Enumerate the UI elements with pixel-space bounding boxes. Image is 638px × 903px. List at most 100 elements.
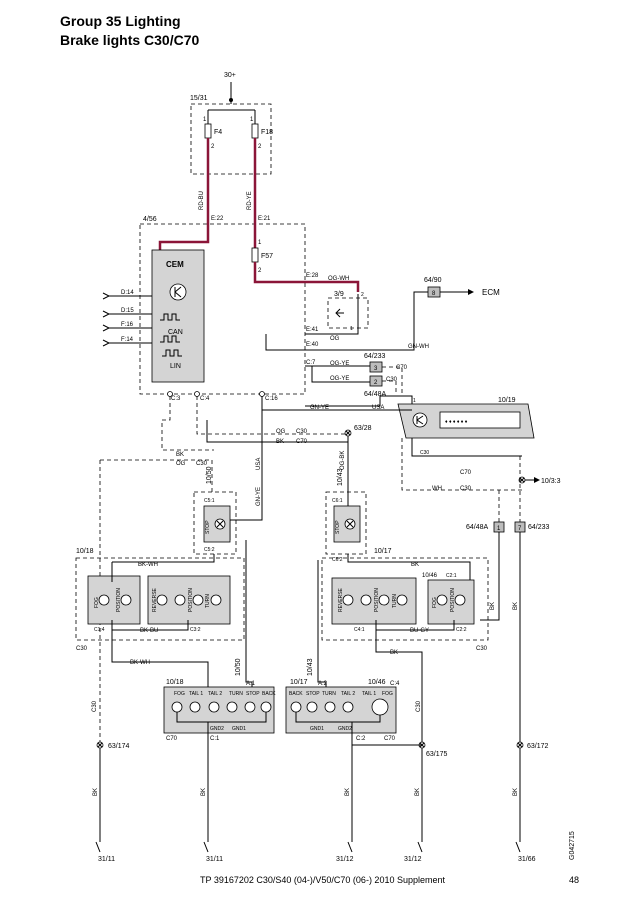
right-stop-lamp-unit: C6:1 STOP C6:2	[325, 491, 367, 563]
connector-ref: 64/233	[364, 353, 386, 360]
svg-text:BK: BK	[276, 439, 284, 445]
rear-lamp-right-c30: 10/17 BK 10/46 C2:1 REVERSE POSITION TUR…	[321, 548, 489, 745]
ref-10-43-top: 10/43	[337, 468, 344, 486]
ground-31-12-a: 31/12	[336, 856, 354, 863]
svg-text:C30: C30	[416, 700, 422, 712]
svg-text:3: 3	[374, 366, 378, 372]
ref-63-174: 63/174	[108, 743, 130, 750]
svg-text:REVERSE: REVERSE	[338, 587, 344, 612]
svg-text:TURN: TURN	[392, 594, 398, 608]
svg-text:64/233: 64/233	[528, 524, 550, 531]
svg-text:C70: C70	[296, 439, 308, 445]
svg-text:BK-WH: BK-WH	[138, 562, 158, 568]
svg-text:10/50: 10/50	[235, 658, 242, 676]
connector-64-233: 64/233 3 C70 OG-YE 2 C30 OG-YE 64/48A	[305, 353, 408, 398]
svg-text:C5:2: C5:2	[204, 547, 215, 553]
wire-gn-wh: GN-WH	[408, 344, 429, 350]
svg-text:STOP: STOP	[335, 520, 341, 534]
connector-48a-ref: 64/48A	[364, 391, 387, 398]
svg-text:POSITION: POSITION	[450, 588, 456, 612]
svg-text:E:40: E:40	[306, 342, 319, 348]
fuse-box: 30+ 15/31 1 1 F4 F18 2 2	[190, 72, 273, 175]
svg-text:C70: C70	[384, 736, 396, 742]
ground-31-11-b: 31/11	[206, 856, 223, 863]
svg-text:10/18: 10/18	[76, 548, 94, 555]
svg-text:GN-YE: GN-YE	[256, 487, 262, 506]
wire-og-wh: OG-WH	[328, 276, 349, 282]
svg-text:POSITION: POSITION	[188, 588, 194, 612]
title-block: Group 35 Lighting Brake lights C30/C70	[60, 12, 199, 50]
svg-text:BK: BK	[176, 452, 184, 458]
svg-text:FOG: FOG	[174, 691, 185, 697]
svg-text:OG: OG	[276, 429, 286, 435]
svg-text:GND2: GND2	[338, 726, 352, 732]
svg-text:1: 1	[497, 526, 501, 532]
fuse-f4: F4	[214, 129, 222, 136]
svg-text:10/17: 10/17	[374, 548, 392, 555]
footer: TP 39167202 C30/S40 (04-)/V50/C70 (06-) …	[0, 875, 638, 891]
svg-text:BK-WH: BK-WH	[130, 660, 150, 666]
can-label: CAN	[168, 329, 183, 336]
svg-text:C70: C70	[460, 470, 472, 476]
svg-text:POSITION: POSITION	[116, 588, 122, 612]
brake-switch: OG-WH 3/9 2 1 OG	[305, 276, 369, 342]
svg-text:REVERSE: REVERSE	[152, 587, 158, 612]
page-subtitle: Brake lights C30/C70	[60, 32, 200, 48]
usa-label: USA	[372, 405, 384, 411]
svg-text:E:41: E:41	[306, 327, 319, 333]
svg-text:64/48A: 64/48A	[466, 524, 489, 531]
svg-text:1: 1	[258, 240, 262, 246]
svg-text:10/17: 10/17	[290, 679, 308, 686]
svg-text:BK: BK	[513, 788, 519, 796]
wire-rd-bu: RD-BU	[199, 191, 205, 210]
cem-ref: 4/56	[143, 216, 157, 223]
svg-text:FOG: FOG	[382, 691, 393, 697]
ecm-label: ECM	[482, 288, 500, 297]
ref-63-172: 63/172	[527, 743, 549, 750]
svg-text:1: 1	[250, 117, 254, 123]
svg-text:USA: USA	[256, 458, 262, 470]
svg-text:C6:2: C6:2	[332, 557, 343, 563]
svg-text:TAIL 1: TAIL 1	[189, 691, 203, 697]
svg-text:C30: C30	[76, 646, 88, 652]
svg-text:E:21: E:21	[258, 216, 271, 222]
svg-text:BK-BU: BK-BU	[140, 628, 158, 634]
svg-text:GND1: GND1	[232, 726, 246, 732]
wire-og: OG	[330, 336, 340, 342]
svg-text:C30: C30	[386, 377, 398, 383]
svg-text:TURN: TURN	[322, 691, 336, 697]
cem-label: CEM	[166, 260, 184, 269]
rear-lamp-left-c30: 10/18 BK-WH FOG POSITION REVERSE POSITIO…	[75, 548, 245, 690]
svg-text:D:15: D:15	[121, 308, 134, 314]
svg-text:GND2: GND2	[210, 726, 224, 732]
svg-text:C30: C30	[460, 486, 472, 492]
svg-text:C:16: C:16	[265, 396, 278, 402]
svg-text:POSITION: POSITION	[374, 588, 380, 612]
switch-ref: 3/9	[334, 291, 344, 298]
svg-text:10/46: 10/46	[422, 573, 438, 579]
svg-text:GND1: GND1	[310, 726, 324, 732]
svg-text:10/18: 10/18	[166, 679, 184, 686]
svg-text:BACK: BACK	[262, 691, 276, 697]
svg-text:BK: BK	[390, 650, 398, 656]
svg-text:C30: C30	[92, 700, 98, 712]
fuse-f18: F18	[261, 129, 273, 136]
right-connectors: 64/48A 1 7 64/233 BK BK	[466, 456, 550, 745]
svg-text:TAIL 1: TAIL 1	[362, 691, 376, 697]
svg-text:C5:1: C5:1	[204, 498, 215, 504]
svg-text:TAIL 2: TAIL 2	[208, 691, 222, 697]
svg-text:BK: BK	[411, 562, 419, 568]
svg-text:C30: C30	[420, 450, 429, 456]
ref-10-3-3: 10/3:3	[541, 478, 561, 485]
svg-text:1: 1	[203, 117, 207, 123]
svg-text:E:28: E:28	[306, 273, 319, 279]
svg-text:C4:1: C4:1	[354, 627, 365, 633]
svg-text:BK: BK	[93, 788, 99, 796]
svg-text:OG: OG	[176, 461, 186, 467]
svg-text:OG-YE: OG-YE	[330, 361, 349, 367]
svg-text:STOP: STOP	[246, 691, 260, 697]
svg-text:BACK: BACK	[289, 691, 303, 697]
left-stop-lamp-unit: C5:1 STOP C5:2	[193, 491, 237, 555]
svg-text:A:2: A:2	[318, 681, 328, 687]
